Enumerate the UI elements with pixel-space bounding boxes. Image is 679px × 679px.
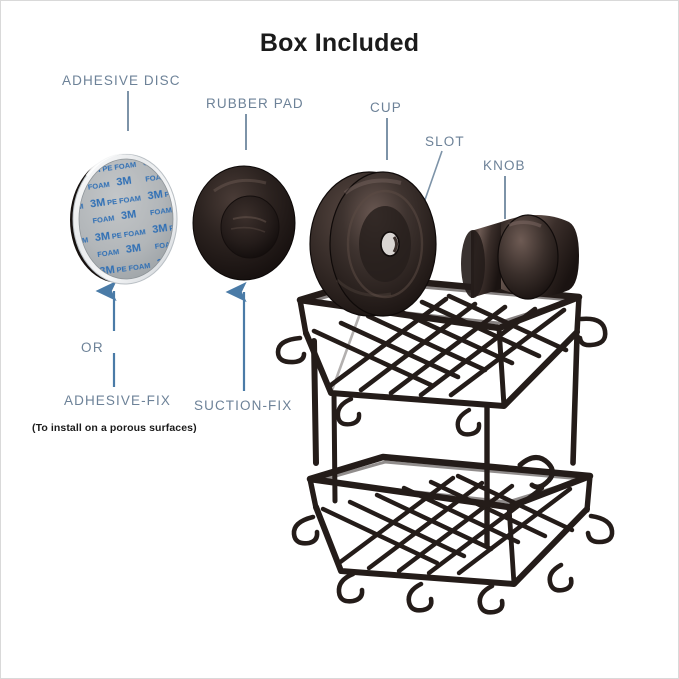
lower-basket-base <box>313 504 590 587</box>
knob-face <box>498 215 558 299</box>
lower-basket <box>291 453 615 615</box>
lower-hook-right <box>585 513 615 545</box>
label-porous-note: (To install on a porous surfaces) <box>32 422 197 434</box>
lower-hook-rear-right <box>517 455 555 490</box>
support-legs <box>311 333 580 549</box>
adhesive-disc-print <box>79 159 173 279</box>
leader-rubber-pad <box>245 114 247 150</box>
lower-hook-3 <box>477 583 505 615</box>
label-slot: SLOT <box>425 134 465 149</box>
lower-hook-2 <box>406 581 434 613</box>
label-suction-fix: SUCTION-FIX <box>194 398 293 413</box>
page-title: Box Included <box>259 29 420 57</box>
label-rubber-pad: RUBBER PAD <box>206 96 304 111</box>
upper-hook-front-mid <box>455 407 482 437</box>
suction-cup-part <box>309 171 437 317</box>
lower-hook-left <box>291 514 320 546</box>
leader-cup <box>386 118 388 160</box>
label-adhesive-fix: ADHESIVE-FIX <box>64 393 171 408</box>
upper-basket-base <box>303 329 580 409</box>
shower-caddy <box>275 274 615 615</box>
leader-adhesive-disc <box>127 91 129 131</box>
upper-hook-right <box>577 316 608 348</box>
label-or: OR <box>81 340 105 355</box>
label-adhesive-disc: ADHESIVE DISC <box>62 73 181 88</box>
adhesive-disc-part <box>70 151 178 285</box>
knob-part <box>461 214 579 300</box>
upper-hook-left <box>275 335 307 365</box>
lower-hook-1 <box>336 571 365 604</box>
leader-knob <box>504 176 506 219</box>
lower-hook-4 <box>547 562 574 593</box>
label-cup: CUP <box>370 100 402 115</box>
upper-hook-front-left <box>335 396 362 427</box>
upper-basket <box>275 274 608 437</box>
label-knob: KNOB <box>483 158 526 173</box>
rubber-pad-part <box>192 165 296 281</box>
